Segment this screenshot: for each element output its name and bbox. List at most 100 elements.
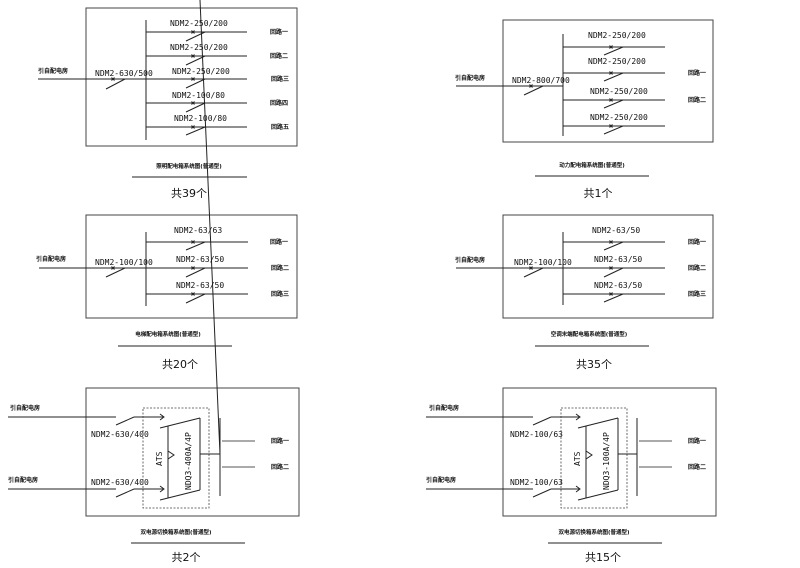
branch-breaker-label: NDM2-250/200 <box>590 87 648 96</box>
panel-6-breaker-switch-2 <box>532 488 552 498</box>
breaker-x-mark <box>609 266 613 270</box>
breaker-x-mark <box>191 77 195 81</box>
circuit-label: 回路四 <box>270 99 288 107</box>
branch-switch <box>603 46 624 56</box>
breaker-x-mark <box>609 98 613 102</box>
panel-5-breaker-label-2: NDM2-630/400 <box>91 478 149 487</box>
panel-3-count: 共20个 <box>162 358 198 371</box>
branch-switch <box>185 267 206 278</box>
panel-6-incoming-label-1: 引自配电房 <box>429 404 459 412</box>
breaker-x-mark <box>111 77 115 81</box>
panel-2-branch: NDM2-250/200 回路一 <box>563 57 706 82</box>
panel-2-main-breaker-switch <box>523 85 544 96</box>
panel-4-main-breaker-label: NDM2-100/100 <box>514 258 572 267</box>
panel-6-breaker-label-2: NDM2-100/63 <box>510 478 563 487</box>
circuit-label: 回路二 <box>688 264 706 272</box>
breaker-x-mark <box>191 30 195 34</box>
branch-switch <box>603 99 624 109</box>
ats-bottom-contact <box>159 489 201 501</box>
ats-triangle-icon <box>167 450 175 460</box>
branch-breaker-label: NDM2-63/50 <box>176 255 224 264</box>
panel-2-count: 共1个 <box>584 187 613 200</box>
branch-switch <box>185 102 206 113</box>
branch-breaker-label: NDM2-250/200 <box>170 43 228 52</box>
branch-switch <box>185 78 206 89</box>
panel-3-elevator-distribution: 引自配电房 NDM2-100/100 NDM2-63/63 回路一 NDM2-6… <box>36 214 298 371</box>
panel-5-circuit-1: 回路一 <box>271 437 289 445</box>
panel-4-count: 共35个 <box>576 358 612 371</box>
panel-3-incoming-label: 引自配电房 <box>36 255 66 263</box>
branch-breaker-label: NDM2-63/50 <box>594 281 642 290</box>
panel-1-branch: NDM2-100/80 回路五 <box>146 114 289 136</box>
breaker-x-mark <box>191 266 195 270</box>
circuit-label: 回路二 <box>270 52 288 60</box>
arrow-icon <box>575 413 581 421</box>
panel-6-incoming-label-2: 引自配电房 <box>426 476 456 484</box>
branch-switch <box>185 55 206 66</box>
breaker-x-mark <box>191 101 195 105</box>
panel-2-incoming-label: 引自配电房 <box>455 74 485 82</box>
panel-1-caption: 照明配电箱系统图(普通型) <box>156 162 222 170</box>
branch-breaker-label: NDM2-63/50 <box>592 226 640 235</box>
circuit-label: 回路一 <box>270 238 288 246</box>
circuit-label: 回路二 <box>271 264 289 272</box>
branch-breaker-label: NDM2-100/80 <box>172 91 225 100</box>
circuit-label: 回路一 <box>688 69 706 77</box>
panel-2-power-distribution: 引自配电房 NDM2-800/700 NDM2-250/200 NDM2-250… <box>455 19 714 200</box>
panel-6-enclosure <box>502 387 717 517</box>
branch-switch <box>603 125 624 135</box>
panel-3-enclosure <box>85 214 298 319</box>
panel-5-breaker-switch-2 <box>115 488 135 498</box>
ats-output-line <box>199 0 221 455</box>
panel-4-enclosure <box>502 214 714 319</box>
breaker-x-mark <box>191 54 195 58</box>
panel-4-branch: NDM2-63/50 回路三 <box>563 281 706 303</box>
panel-4-main-breaker-switch <box>523 267 544 278</box>
panel-1-count: 共39个 <box>171 187 207 200</box>
breaker-x-mark <box>191 125 195 129</box>
panel-1-branch: NDM2-100/80 回路四 <box>146 91 288 113</box>
panel-6-ats-device: NDQ3-100A/4P <box>602 432 611 490</box>
panel-6-caption: 双电源切换箱系统图(普通型) <box>558 528 630 536</box>
panel-2-main-breaker-label: NDM2-800/700 <box>512 76 570 85</box>
ats-top-contact <box>159 417 201 429</box>
breaker-x-mark <box>529 266 533 270</box>
branch-switch <box>603 241 624 251</box>
panel-5-caption: 双电源切换箱系统图(普通型) <box>140 528 212 536</box>
panel-3-main-breaker-label: NDM2-100/100 <box>95 258 153 267</box>
panel-6-count: 共15个 <box>585 551 621 564</box>
panel-2-branch: NDM2-250/200 <box>563 31 665 56</box>
panel-4-caption: 空调末端配电箱系统图(普通型) <box>551 330 628 338</box>
panel-5-ats-enclosure <box>142 407 210 509</box>
panel-1-main-breaker-label: NDM2-630/500 <box>95 69 153 78</box>
panel-6-dual-power-ats: 引自配电房 NDM2-100/63 引自配电房 NDM2-100/63 ATS … <box>426 387 717 564</box>
circuit-label: 回路一 <box>688 238 706 246</box>
panel-1-branch: NDM2-250/200 回路二 <box>146 43 288 66</box>
breaker-x-mark <box>191 240 195 244</box>
panel-5-dual-power-ats: 引自配电房 NDM2-630/400 引自配电房 NDM2-630/400 AT… <box>8 0 300 564</box>
circuit-label: 回路五 <box>271 123 289 131</box>
panel-3-branch: NDM2-63/50 回路三 <box>146 281 289 304</box>
panel-1-branch: NDM2-250/200 回路三 <box>146 67 289 89</box>
branch-switch <box>603 72 624 82</box>
breaker-x-mark <box>609 292 613 296</box>
breaker-x-mark <box>609 240 613 244</box>
breaker-x-mark <box>609 124 613 128</box>
panel-5-enclosure <box>85 387 300 517</box>
panel-6-circuit-2: 回路二 <box>688 463 706 471</box>
panel-4-branch: NDM2-63/50 回路一 <box>563 226 706 251</box>
ats-triangle-icon <box>585 450 593 460</box>
branch-switch <box>185 126 206 136</box>
panel-1-lighting-distribution: 引自配电房 NDM2-630/500 NDM2-250/200 回路一 NDM2… <box>38 7 298 200</box>
branch-breaker-label: NDM2-250/200 <box>170 19 228 28</box>
panel-6-breaker-label-1: NDM2-100/63 <box>510 430 563 439</box>
arrow-icon <box>575 485 581 493</box>
panel-2-branch: NDM2-250/200 回路二 <box>563 87 706 109</box>
panel-5-circuit-2: 回路二 <box>271 463 289 471</box>
branch-breaker-label: NDM2-250/200 <box>588 57 646 66</box>
panel-4-branch: NDM2-63/50 回路二 <box>563 255 706 278</box>
panel-4-incoming-label: 引自配电房 <box>455 256 485 264</box>
circuit-label: 回路三 <box>271 75 289 83</box>
breaker-marks <box>111 30 613 296</box>
